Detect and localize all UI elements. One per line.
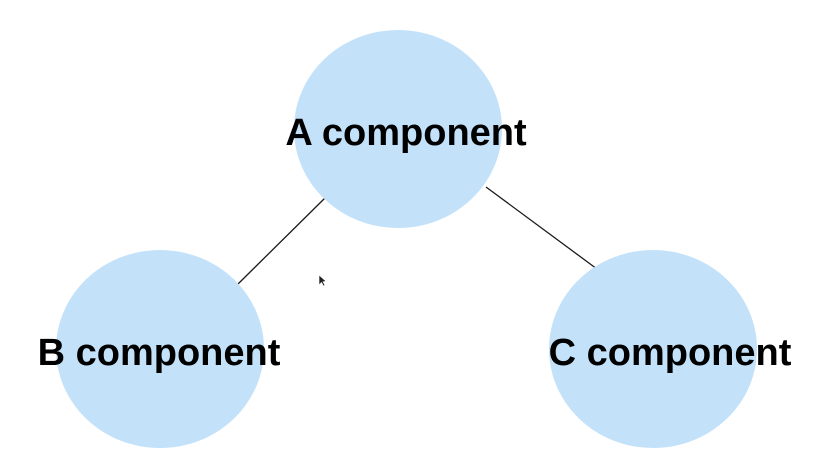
node-c-circle — [549, 250, 757, 448]
mouse-pointer-icon — [318, 274, 327, 287]
node-a-circle — [294, 30, 502, 228]
node-c-label: C component — [549, 332, 792, 374]
node-b-component: B component — [38, 250, 281, 448]
node-a-label: A component — [285, 112, 527, 154]
node-b-label: B component — [38, 332, 281, 374]
node-c-component: C component — [549, 250, 792, 448]
node-a-component: A component — [285, 30, 527, 228]
edge-a-b — [237, 195, 328, 285]
node-b-circle — [56, 250, 264, 448]
edge-a-c — [485, 186, 598, 270]
